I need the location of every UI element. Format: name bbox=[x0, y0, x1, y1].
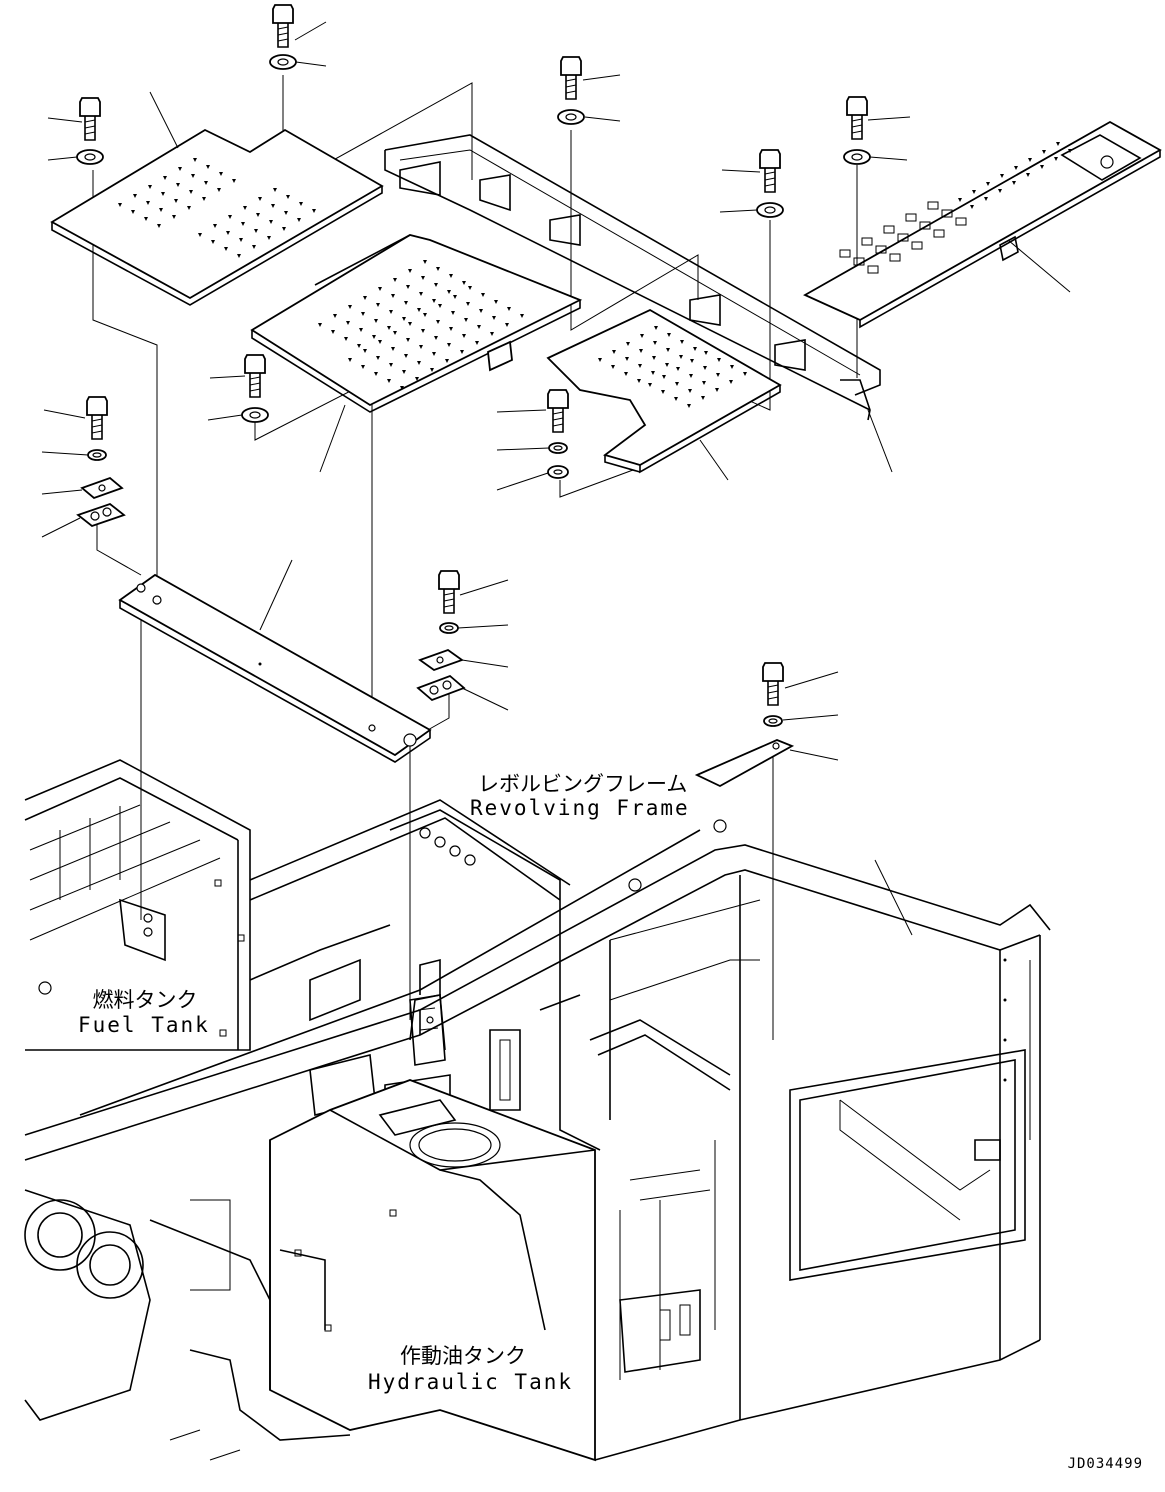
document-id: JD034499 bbox=[1067, 1456, 1143, 1472]
bolt-icon bbox=[272, 4, 294, 48]
plate-center bbox=[250, 234, 583, 413]
bolt-icon bbox=[438, 570, 460, 614]
fuel-tank-body bbox=[24, 759, 251, 1051]
support-bar bbox=[118, 573, 432, 763]
floor-plates bbox=[50, 120, 1162, 763]
bolt-icon bbox=[759, 149, 781, 193]
fuel-tank-label-jp: 燃料タンク bbox=[92, 988, 198, 1012]
bolt-icon bbox=[86, 396, 108, 440]
callout-leaders bbox=[41, 21, 1071, 936]
frame-right-box bbox=[739, 875, 1041, 1421]
revolving-frame-assembly bbox=[24, 759, 1051, 1462]
bolt-icon bbox=[79, 97, 101, 141]
plate-right-center bbox=[546, 308, 782, 474]
plate-top-left bbox=[50, 128, 384, 306]
bolt-icon bbox=[846, 96, 868, 140]
frame-main-beams bbox=[24, 799, 1051, 1161]
bolt-icon bbox=[560, 56, 582, 100]
small-bracket bbox=[694, 739, 795, 788]
plate-icon bbox=[76, 502, 126, 528]
bolt-icon bbox=[547, 389, 569, 433]
hydraulic-tank-body bbox=[269, 1079, 596, 1462]
revolving-frame-label-en: Revolving Frame bbox=[470, 796, 690, 820]
frame-interior-members bbox=[309, 899, 761, 1380]
bolt-icon bbox=[762, 662, 784, 706]
center-mount-brackets bbox=[409, 958, 446, 1051]
fuel-tank-label-en: Fuel Tank bbox=[78, 1013, 210, 1037]
bolt-icon bbox=[244, 354, 266, 398]
hydraulic-tank-label-en: Hydraulic Tank bbox=[368, 1370, 574, 1394]
plate-icon bbox=[416, 674, 466, 702]
revolving-frame-label-jp: レボルビングフレーム bbox=[478, 772, 688, 796]
frame-bottom-edge bbox=[169, 1419, 741, 1461]
hydraulic-tank-label-jp: 作動油タンク bbox=[400, 1344, 526, 1368]
boom-bracket bbox=[24, 1189, 351, 1441]
upper-rail bbox=[384, 134, 881, 421]
